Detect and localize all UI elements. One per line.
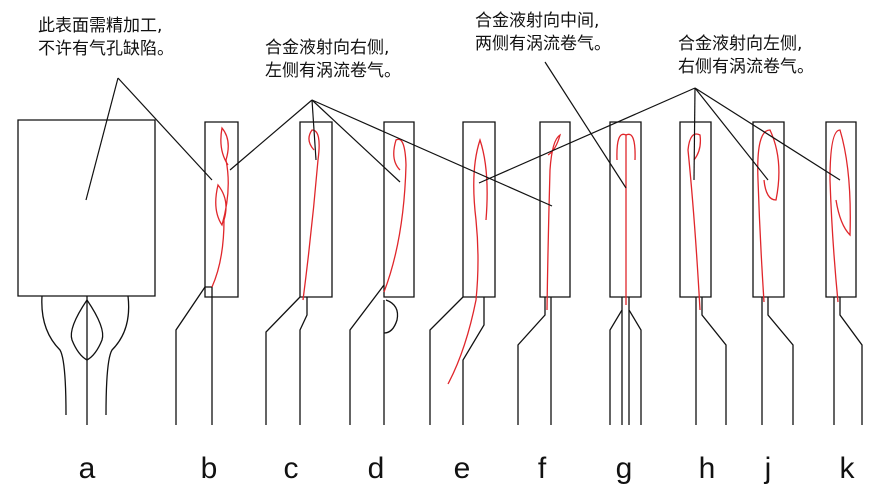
- gate-d-bulge: [384, 300, 398, 333]
- note-middle-line1: 合金液射向中间,: [475, 11, 600, 31]
- label-f: f: [537, 452, 547, 485]
- runner-a-right: [106, 296, 129, 415]
- label-g: g: [615, 452, 633, 485]
- cavity-h: [680, 122, 711, 297]
- leader-right-c: [312, 100, 316, 160]
- runner-g-left: [610, 297, 622, 425]
- note-jet-middle: 合金液射向中间, 两侧有涡流卷气。: [475, 10, 611, 56]
- flow-j: [758, 130, 779, 302]
- label-e: e: [453, 452, 471, 485]
- label-d: d: [367, 452, 385, 485]
- cavity-f: [540, 122, 570, 297]
- flow-b: [212, 128, 228, 287]
- cavity-d: [384, 122, 414, 297]
- runner-g-right: [629, 297, 641, 425]
- casting-b: [176, 122, 238, 425]
- note-left-line2: 右侧有涡流卷气。: [678, 57, 814, 77]
- leader-left-k: [695, 88, 840, 180]
- casting-d: [350, 122, 414, 425]
- label-k: k: [839, 452, 855, 485]
- note-middle-line2: 两侧有涡流卷气。: [475, 34, 611, 54]
- leader-left-h: [694, 88, 695, 180]
- runner-k-right: [840, 297, 862, 425]
- casting-f: [518, 122, 570, 425]
- cavity-k: [826, 122, 856, 297]
- casting-j: [753, 122, 793, 425]
- runner-e-right: [463, 297, 484, 425]
- note-jet-right: 合金液射向右侧, 左侧有涡流卷气。: [265, 37, 401, 83]
- label-b: b: [200, 452, 218, 485]
- runner-h-right: [702, 297, 726, 425]
- note-left-line1: 合金液射向左侧,: [678, 34, 803, 54]
- flow-d: [384, 139, 406, 292]
- leader-middle-g: [545, 62, 626, 188]
- leader-right-f: [312, 100, 552, 206]
- note-surface-line1: 此表面需精加工,: [38, 16, 163, 36]
- casting-g: [610, 122, 641, 425]
- note-right-line1: 合金液射向右侧,: [265, 38, 390, 58]
- cavity-c: [300, 122, 332, 297]
- cavity-j: [753, 122, 784, 297]
- label-j: j: [764, 452, 772, 485]
- casting-a-body: [18, 120, 155, 296]
- flow-e: [448, 140, 487, 384]
- runner-f-left: [518, 297, 545, 425]
- runner-a-left: [42, 296, 66, 415]
- flow-k: [830, 130, 850, 302]
- flow-g: [617, 134, 635, 305]
- runner-c-left: [266, 297, 300, 425]
- note-jet-left: 合金液射向左侧, 右侧有涡流卷气。: [678, 33, 814, 79]
- label-h: h: [698, 452, 716, 485]
- flow-h: [688, 134, 700, 310]
- flow-c: [303, 130, 319, 300]
- flow-f: [547, 135, 560, 310]
- runner-d-left: [350, 285, 384, 425]
- note-right-line2: 左侧有涡流卷气。: [265, 61, 401, 81]
- leader-right-b: [230, 100, 312, 170]
- label-c: c: [283, 452, 299, 485]
- runner-e-left: [430, 297, 463, 425]
- casting-h: [680, 122, 726, 425]
- runner-c-right: [300, 297, 307, 425]
- leader-surface-b: [118, 78, 212, 180]
- note-surface-line2: 不许有气孔缺陷。: [38, 39, 174, 59]
- cavity-e: [463, 122, 495, 297]
- leader-right-d: [312, 100, 400, 182]
- casting-c: [266, 122, 332, 425]
- label-a: a: [78, 452, 96, 485]
- leader-lines: [86, 62, 840, 206]
- runner-j-right: [768, 297, 793, 425]
- note-surface-finish: 此表面需精加工, 不许有气孔缺陷。: [38, 15, 174, 61]
- leader-left-e: [479, 88, 695, 183]
- runner-b-left: [176, 287, 205, 425]
- cavity-b: [205, 122, 238, 297]
- runner-b-gate: [205, 287, 212, 425]
- casting-a: [18, 120, 155, 425]
- casting-k: [826, 122, 862, 425]
- leader-left-j: [695, 88, 768, 180]
- leader-surface-a: [86, 78, 118, 200]
- casting-e: [430, 122, 495, 425]
